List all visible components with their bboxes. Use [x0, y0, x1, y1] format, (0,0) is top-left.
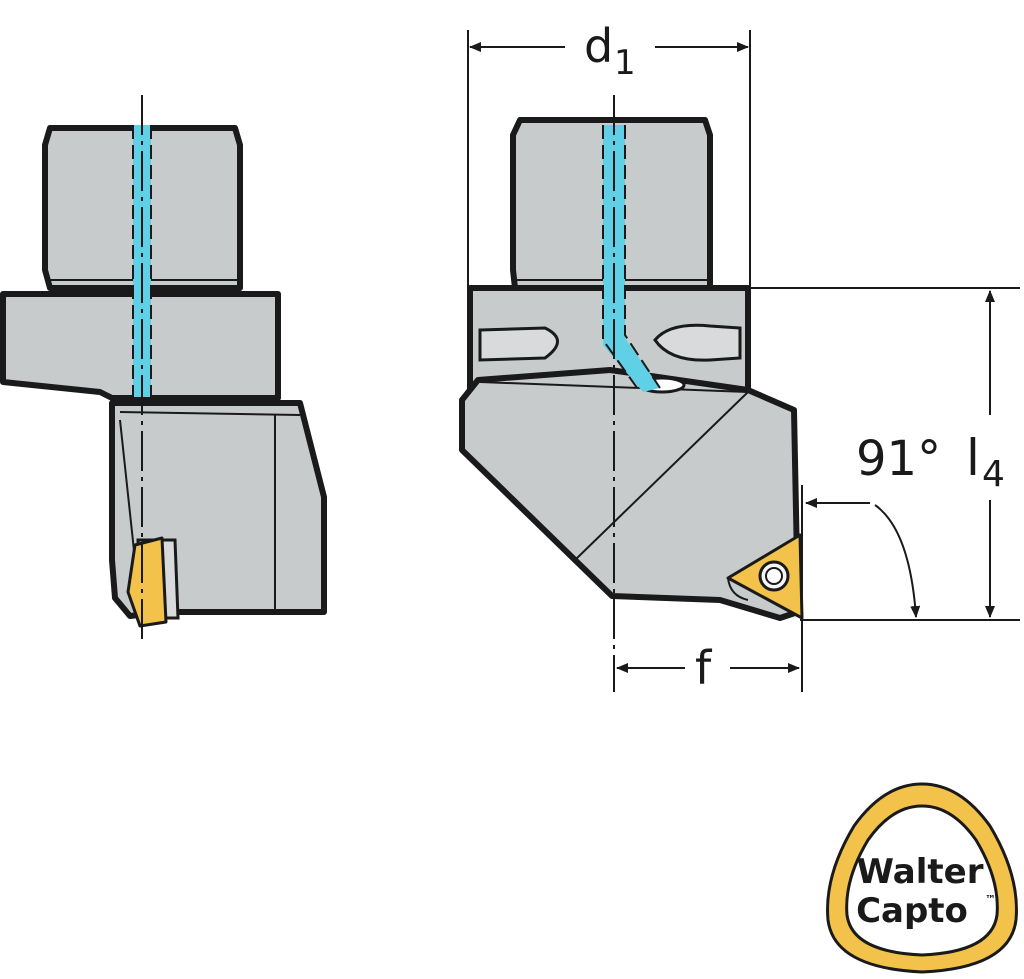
- l4-symbol: l: [966, 429, 980, 487]
- top-coolant-channel: [603, 125, 660, 392]
- d1-symbol: d: [584, 19, 613, 73]
- side-insert: [126, 536, 168, 628]
- logo-inner-ring: [845, 804, 999, 957]
- side-view: [0, 95, 327, 640]
- dimension-lines: [467, 30, 1020, 692]
- top-view: [459, 95, 804, 692]
- l4-subscript: 4: [982, 454, 1005, 495]
- d1-subscript: 1: [614, 43, 636, 83]
- logo-line1: Walter: [857, 852, 984, 892]
- label-l4: l 4: [966, 429, 1005, 495]
- logo-line2: Capto: [856, 891, 968, 931]
- walter-capto-logo: Walter Capto ™: [826, 782, 1018, 974]
- side-coolant-channel: [133, 125, 151, 397]
- logo-trademark: ™: [985, 893, 996, 906]
- label-angle: 91°: [856, 431, 941, 487]
- label-d1: d 1: [584, 19, 636, 83]
- label-f: f: [695, 641, 713, 695]
